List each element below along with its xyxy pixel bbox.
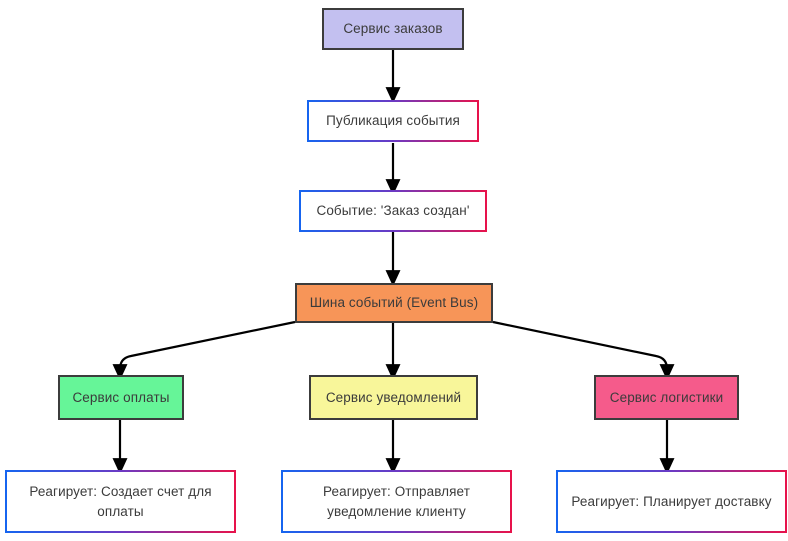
edge-bus-to-logistics [492, 320, 675, 381]
edge-bus-to-payment [112, 320, 296, 381]
node-publish-event-label: Публикация события [326, 113, 460, 129]
node-payment-service[interactable]: Сервис оплаты [58, 375, 184, 420]
node-event-bus[interactable]: Шина событий (Event Bus) [295, 283, 493, 323]
node-event-created[interactable]: Событие: 'Заказ создан' [299, 190, 487, 232]
node-notification-service-label: Сервис уведомлений [325, 389, 462, 405]
node-notification-reaction-label: Реагирует: Отправляет уведомление клиент… [323, 483, 470, 519]
node-order-service[interactable]: Сервис заказов [322, 8, 464, 50]
node-logistics-reaction-label: Реагирует: Планирует доставку [571, 493, 772, 509]
node-order-service-label: Сервис заказов [343, 21, 443, 37]
node-payment-reaction[interactable]: Реагирует: Создает счет для оплаты [5, 470, 236, 533]
node-event-bus-label: Шина событий (Event Bus) [309, 295, 479, 311]
node-logistics-service-label: Сервис логистики [609, 389, 724, 405]
node-payment-reaction-label: Реагирует: Создает счет для оплаты [29, 483, 212, 519]
node-notification-reaction[interactable]: Реагирует: Отправляет уведомление клиент… [281, 470, 512, 533]
node-payment-service-label: Сервис оплаты [72, 389, 170, 405]
node-notification-service[interactable]: Сервис уведомлений [309, 375, 478, 420]
node-event-created-label: Событие: 'Заказ создан' [316, 203, 470, 219]
node-logistics-reaction[interactable]: Реагирует: Планирует доставку [556, 470, 787, 533]
node-logistics-service[interactable]: Сервис логистики [594, 375, 739, 420]
node-publish-event[interactable]: Публикация события [307, 100, 479, 142]
